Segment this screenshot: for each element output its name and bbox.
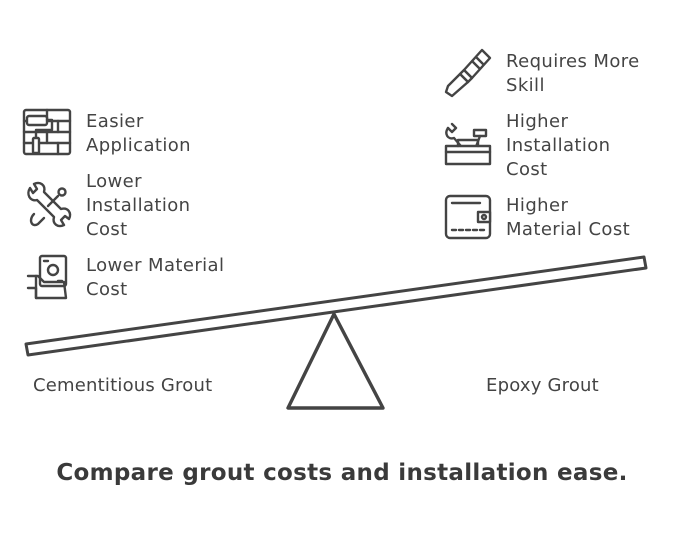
attribute-label-higher-installation-cost: Higher Installation Cost	[506, 111, 611, 180]
attribute-label-lower-installation-cost: Lower Installation Cost	[86, 171, 191, 240]
chisel-icon	[444, 48, 492, 98]
seesaw-fulcrum	[286, 312, 385, 410]
wallet-icon	[444, 194, 492, 240]
attribute-label-higher-material-cost: Higher Material Cost	[506, 195, 631, 240]
side-label-epoxy-grout: Epoxy Grout	[486, 375, 599, 396]
toolbox-icon	[444, 122, 492, 166]
attribute-label-lower-material-cost: Lower Material Cost	[86, 255, 225, 300]
diagram-caption: Compare grout costs and installation eas…	[56, 460, 628, 486]
wrench-icon	[27, 181, 72, 228]
seesaw-plank	[24, 255, 648, 357]
attribute-label-easier-application: Easier Application	[86, 111, 191, 156]
attribute-label-requires-more-skill: Requires More Skill	[506, 51, 640, 96]
money-hand-icon	[26, 254, 68, 300]
side-label-cementitious-grout: Cementitious Grout	[33, 375, 213, 396]
paint-roller-icon	[22, 108, 72, 156]
